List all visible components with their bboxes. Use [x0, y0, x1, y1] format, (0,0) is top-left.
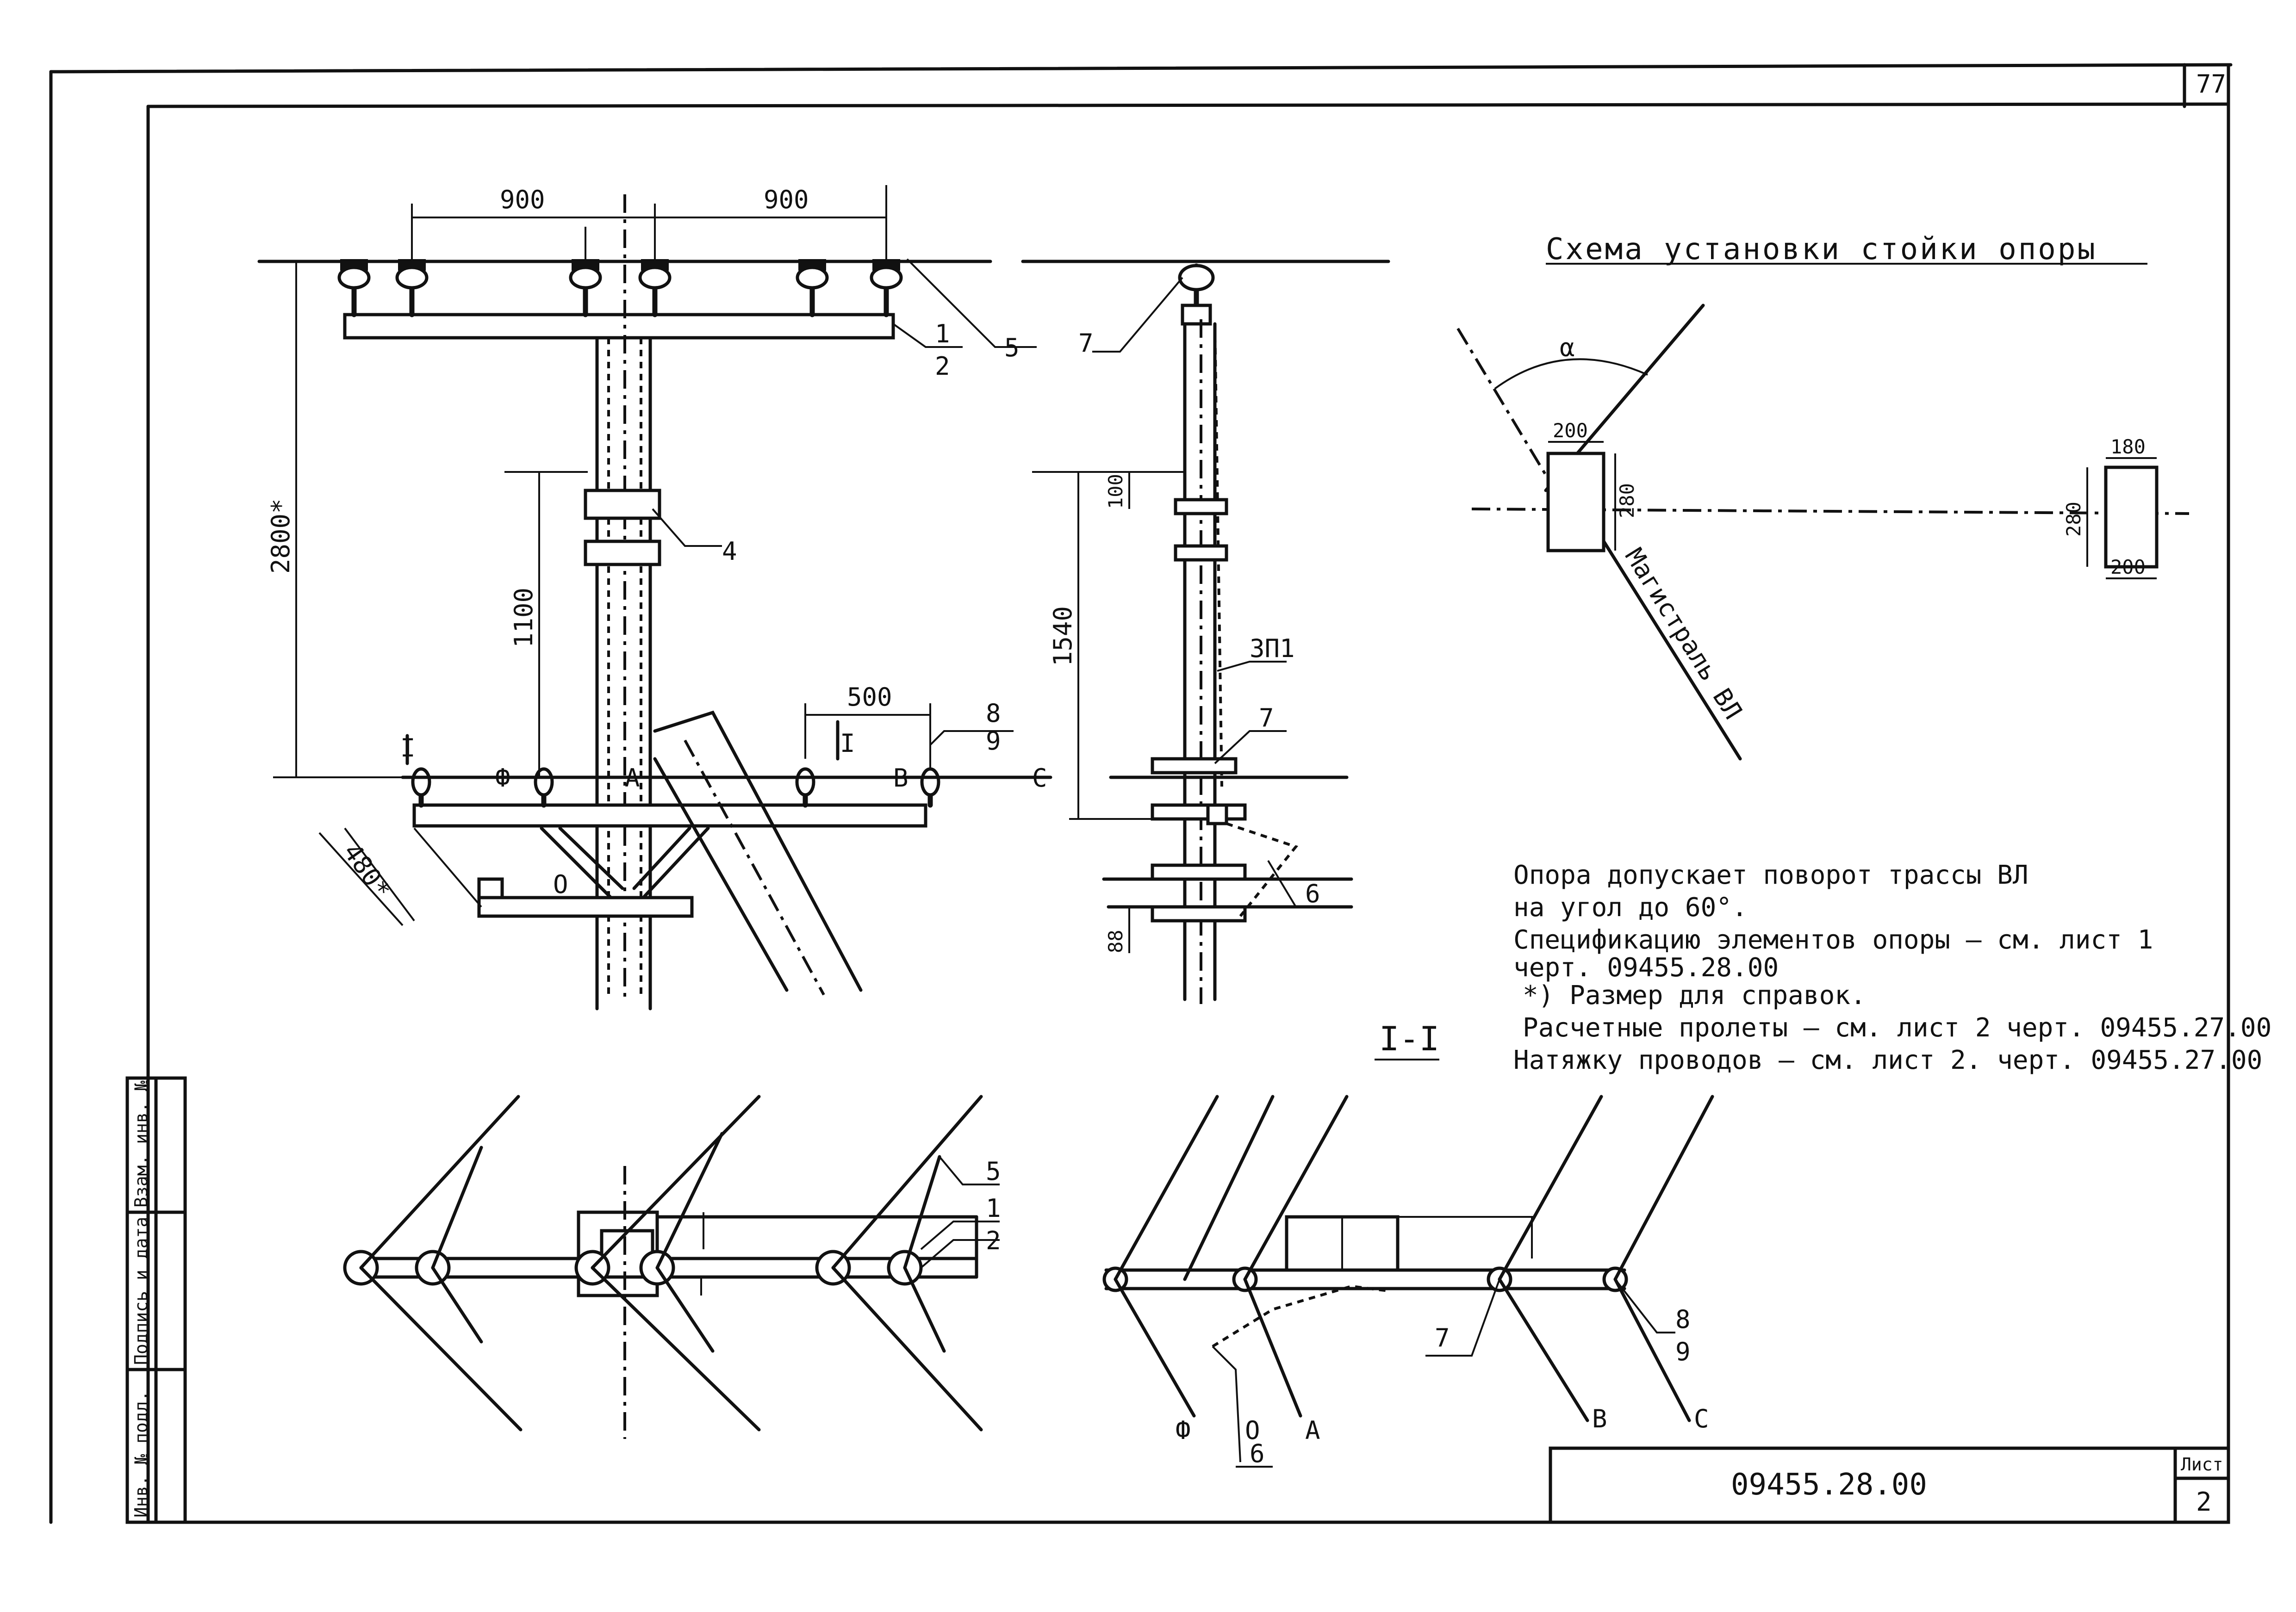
- schema-dim-280: 280: [1616, 483, 1638, 518]
- sheet-frame: [49, 63, 2233, 1524]
- dim-2800: 2800*: [266, 498, 295, 574]
- schema-alpha: α: [1560, 333, 1575, 362]
- label-8: 8: [986, 699, 1001, 728]
- label-2: 2: [935, 352, 950, 381]
- binding-strip: [125, 1076, 187, 1524]
- label-6: 6: [1305, 879, 1320, 908]
- schema-dim-200-right: 200: [2110, 556, 2146, 578]
- insulator-group: [337, 259, 903, 317]
- page-number: 77: [2196, 69, 2226, 99]
- schema-title: Схема установки стойки опоры: [1546, 232, 2097, 267]
- plan-label-phi: Ф: [1176, 1416, 1191, 1445]
- plan-label-a: A: [1305, 1416, 1320, 1445]
- schema-dim-280-right: 280: [2062, 502, 2085, 537]
- doc-number: 09455.28.00: [1731, 1468, 1927, 1502]
- plan-label-6: 6: [1250, 1439, 1265, 1468]
- label-phase-o: O: [553, 870, 568, 899]
- label-I-left: I: [400, 733, 416, 763]
- label-9: 9: [986, 726, 1001, 756]
- sheet-number: 2: [2196, 1487, 2212, 1517]
- note-line-1: Опора допускает поворот трассы ВЛ: [1513, 860, 2028, 890]
- section-label: I-I: [1379, 1019, 1439, 1058]
- plan-label-7: 7: [1435, 1323, 1450, 1352]
- installation-schema: [1456, 263, 2190, 761]
- label-phase-a: A: [625, 763, 640, 793]
- schema-mainline: Магистраль ВЛ: [1619, 543, 1748, 725]
- plan-label-c: C: [1694, 1404, 1709, 1433]
- dim-1100: 1100: [509, 588, 538, 648]
- dim-900-left: 900: [500, 185, 545, 214]
- label-3p1: 3П1: [1250, 634, 1295, 663]
- label-4: 4: [722, 537, 737, 566]
- label-I-right: I: [840, 729, 855, 758]
- label-7-top: 7: [1078, 329, 1094, 358]
- plan-label-2: 2: [986, 1226, 1001, 1255]
- plan-label-8: 8: [1675, 1305, 1691, 1334]
- plan-view-right: [1102, 1095, 1714, 1468]
- dim-480: 480*: [337, 838, 396, 904]
- strip-podpis: Подпись и дата: [131, 1217, 151, 1365]
- label-phase-phi: Ф: [495, 763, 510, 793]
- note-line-6: Расчетные пролеты – см. лист 2 черт. 094…: [1523, 1013, 2271, 1043]
- schema-dim-180: 180: [2110, 435, 2146, 458]
- plan-label-5: 5: [986, 1157, 1001, 1186]
- label-1: 1: [935, 319, 950, 348]
- label-phase-c: C: [1032, 763, 1047, 793]
- plan-label-b: B: [1592, 1404, 1607, 1433]
- label-phase-b: B: [893, 763, 908, 793]
- strip-vzam: Взам. инв. №: [131, 1080, 151, 1208]
- dim-88: 88: [1104, 930, 1127, 953]
- plan-label-o: O: [1245, 1416, 1260, 1445]
- dim-500: 500: [847, 682, 892, 712]
- strip-inv-podl: Инв. № подл.: [131, 1390, 151, 1518]
- dim-900-right: 900: [764, 185, 809, 214]
- plan-view-left: [343, 1095, 1000, 1439]
- front-elevation: [257, 185, 1052, 1011]
- schema-dim-200: 200: [1553, 419, 1588, 442]
- plan-label-9: 9: [1675, 1337, 1691, 1366]
- label-5: 5: [1004, 333, 1020, 362]
- note-line-3: Спецификацию элементов опоры – см. лист …: [1513, 925, 2153, 955]
- label-7-mid: 7: [1259, 703, 1274, 732]
- note-line-5: *) Размер для справок.: [1523, 980, 1866, 1011]
- plan-label-1: 1: [986, 1194, 1001, 1223]
- side-elevation: [1021, 260, 1390, 1004]
- sheet-label: Лист: [2181, 1454, 2223, 1475]
- note-line-7: Натяжку проводов – см. лист 2. черт. 094…: [1513, 1045, 2262, 1075]
- dim-100: 100: [1104, 474, 1127, 509]
- title-block: [1549, 1446, 2230, 1524]
- note-line-2: на угол до 60°.: [1513, 893, 1748, 923]
- note-line-4: черт. 09455.28.00: [1513, 953, 1779, 983]
- notes-block: Опора допускает поворот трассы ВЛ на уго…: [1513, 860, 2271, 1075]
- dim-1540: 1540: [1048, 606, 1077, 666]
